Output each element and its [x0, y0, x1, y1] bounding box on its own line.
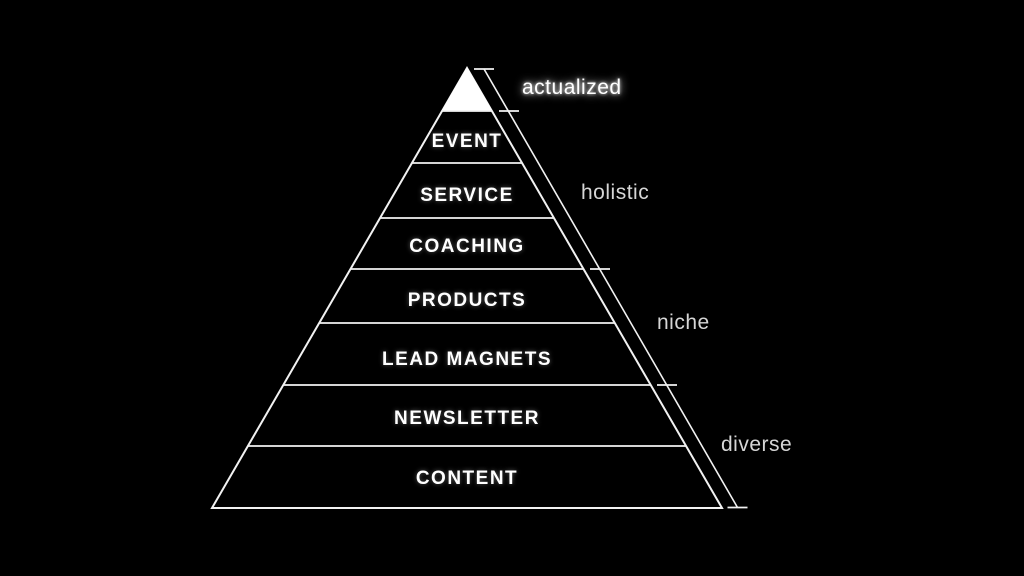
scale-label-actualized: actualized — [522, 76, 622, 99]
pyramid-level-label-products: PRODUCTS — [407, 290, 527, 311]
pyramid-level-label-content: CONTENT — [415, 468, 519, 489]
pyramid-level-label-newsletter: NEWSLETTER — [394, 408, 540, 429]
scale-label-holistic: holistic — [581, 181, 650, 204]
scale-label-niche: niche — [657, 311, 710, 334]
pyramid-level-label-event: EVENT — [431, 131, 503, 152]
pyramid-outline — [210, 66, 724, 509]
pyramid-level-label-lead-magnets: LEAD MAGNETS — [382, 349, 552, 370]
pyramid-level-label-service: SERVICE — [420, 185, 514, 206]
scale-label-diverse: diverse — [721, 433, 793, 456]
scale-bracket-line — [483, 68, 739, 508]
pyramid-apex-triangle — [441, 67, 493, 112]
pyramid-level-label-coaching: COACHING — [409, 236, 525, 257]
